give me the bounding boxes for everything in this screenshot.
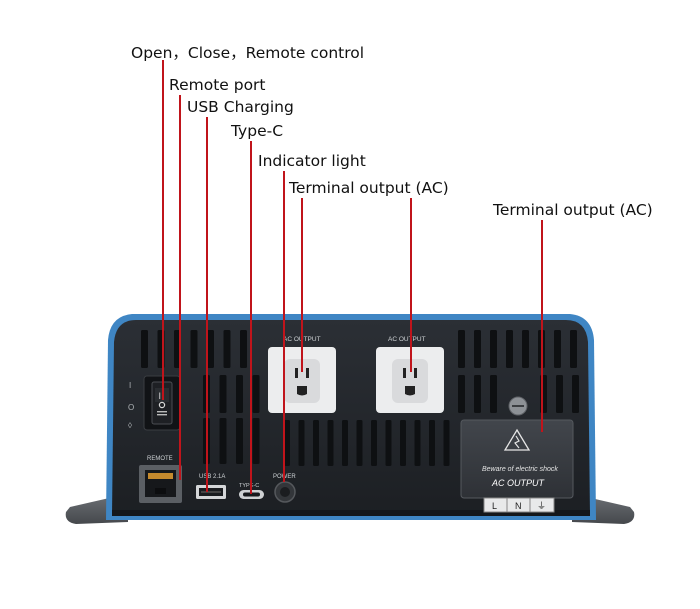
vent-slot: [490, 330, 497, 368]
switch-marks: I O ◊: [128, 381, 134, 430]
vent-slot: [474, 330, 481, 368]
callout-remote-port: Remote port: [169, 76, 266, 94]
vent-slot: [474, 375, 481, 413]
vent-slot: [443, 420, 450, 466]
vent-slot: [400, 420, 406, 466]
vent-slot: [190, 330, 198, 368]
vent-slot: [570, 330, 577, 368]
vent-slot: [284, 420, 290, 466]
callout-terminal-output-cover: Terminal output (AC): [493, 201, 653, 219]
vent-slot: [313, 420, 319, 466]
vent-slot: [252, 375, 260, 413]
terminal-label-ground: ⏚: [537, 501, 546, 511]
leader-lines: [162, 60, 543, 494]
vent-slot: [240, 330, 247, 368]
vent-slot: [458, 330, 465, 368]
vent-slot: [298, 420, 305, 466]
shock-warning-icon: [503, 428, 531, 451]
ac-outlet-right: AC OUTPUT: [376, 336, 444, 413]
vent-slot: [429, 420, 435, 466]
vent-slot: [236, 418, 243, 464]
vent-slot: [554, 330, 561, 368]
switch-mark-off: O: [128, 403, 134, 412]
callout-switch: Open，Close，Remote control: [131, 44, 365, 62]
vent-slot: [414, 420, 421, 466]
vent-slot: [371, 420, 377, 466]
vent-slot: [490, 375, 497, 413]
typec-port[interactable]: TYPE-C: [239, 483, 264, 499]
vent-slot: [556, 375, 563, 413]
callout-terminal-output-outlets: Terminal output (AC): [289, 179, 449, 197]
vent-slot: [356, 420, 363, 466]
terminal-label-n: N: [515, 501, 522, 511]
remote-port[interactable]: REMOTE: [139, 456, 182, 503]
vent-slot: [458, 375, 465, 413]
callout-usb-charging: USB Charging: [187, 98, 294, 116]
callout-typec: Type-C: [231, 122, 284, 140]
vent-slot: [252, 418, 260, 464]
vent-slot: [506, 330, 513, 368]
vent-slot: [342, 420, 348, 466]
switch-mark-remote: ◊: [128, 421, 132, 430]
vent-slot: [327, 420, 334, 466]
vent-slot: [522, 330, 529, 368]
vent-slot: [385, 420, 392, 466]
vent-slot: [219, 375, 227, 413]
usb-port-label: USB 2.1A: [199, 474, 225, 480]
vent-slot: [572, 375, 579, 413]
vent-slot: [219, 418, 227, 464]
outlet-right-label: AC OUTPUT: [388, 336, 426, 343]
callout-indicator-light: Indicator light: [258, 152, 366, 170]
vent-slot: [207, 330, 214, 368]
warning-text: Beware of electric shock: [482, 466, 558, 473]
terminal-label-l: L: [492, 501, 497, 511]
vent-slot: [141, 330, 148, 368]
vent-slot: [236, 375, 243, 413]
power-switch[interactable]: I: [143, 375, 181, 431]
terminal-cover[interactable]: Beware of electric shock AC OUTPUT L N ⏚: [460, 396, 574, 513]
typec-port-label: TYPE-C: [239, 483, 259, 489]
vent-slot: [223, 330, 231, 368]
switch-mark-on: I: [129, 381, 131, 390]
remote-port-label: REMOTE: [147, 456, 173, 462]
svg-text:I: I: [159, 391, 162, 401]
cover-title: AC OUTPUT: [491, 478, 546, 488]
usb-port[interactable]: USB 2.1A: [196, 474, 226, 499]
